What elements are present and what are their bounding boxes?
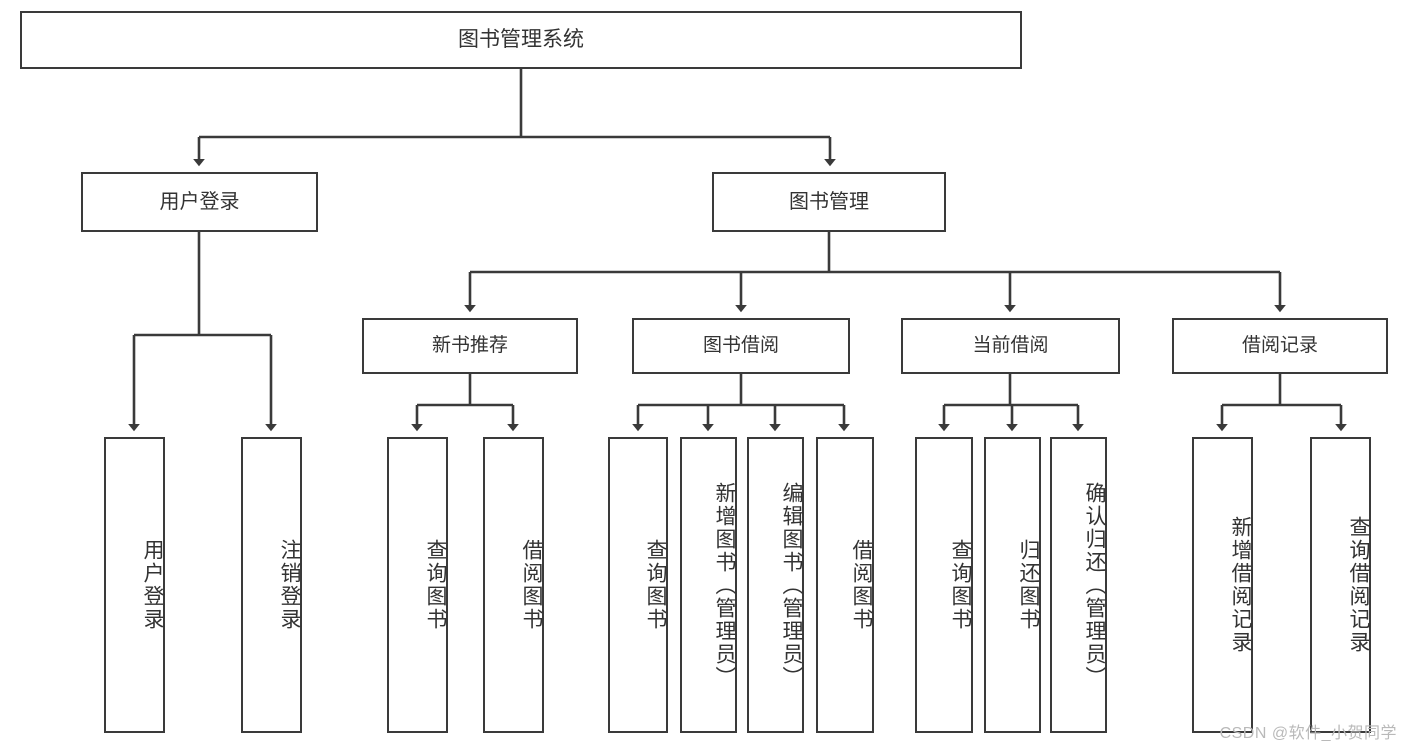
node-book-borrow[interactable]: 图书借阅 bbox=[632, 318, 850, 374]
node-label: 归还图书 bbox=[1017, 539, 1040, 631]
node-label: 新增图书（管理员） bbox=[713, 481, 736, 689]
node-label: 借阅图书 bbox=[850, 539, 873, 631]
node-label: 借阅图书 bbox=[520, 539, 543, 631]
node-label: 图书管理系统 bbox=[458, 27, 584, 51]
leaf-record-add-record[interactable]: 新增借阅记录 bbox=[1192, 437, 1253, 733]
node-label: 图书借阅 bbox=[702, 335, 779, 357]
node-label: 用户登录 bbox=[159, 190, 240, 213]
leaf-borrow-edit-book-admin[interactable]: 编辑图书（管理员） bbox=[747, 437, 804, 733]
node-label: 查询图书 bbox=[949, 539, 972, 631]
watermark: CSDN @软件_小贺同学 bbox=[1219, 725, 1397, 742]
node-label: 当前借阅 bbox=[972, 335, 1049, 357]
node-label: 借阅记录 bbox=[1241, 335, 1318, 357]
node-label: 新增借阅记录 bbox=[1229, 516, 1252, 654]
node-new-book-recommend[interactable]: 新书推荐 bbox=[362, 318, 578, 374]
node-label: 新书推荐 bbox=[431, 335, 508, 357]
leaf-user-login-logout[interactable]: 注销登录 bbox=[241, 437, 302, 733]
node-root-system[interactable]: 图书管理系统 bbox=[20, 11, 1022, 69]
node-label: 查询借阅记录 bbox=[1347, 516, 1370, 654]
leaf-current-return-book[interactable]: 归还图书 bbox=[984, 437, 1041, 733]
node-label: 查询图书 bbox=[424, 539, 447, 631]
node-book-management[interactable]: 图书管理 bbox=[712, 172, 946, 232]
leaf-borrow-borrow-book[interactable]: 借阅图书 bbox=[816, 437, 874, 733]
node-label: 编辑图书（管理员） bbox=[780, 481, 803, 689]
node-label: 用户登录 bbox=[141, 539, 164, 631]
leaf-borrow-query-book[interactable]: 查询图书 bbox=[608, 437, 668, 733]
leaf-new-book-borrow[interactable]: 借阅图书 bbox=[483, 437, 544, 733]
node-current-borrow[interactable]: 当前借阅 bbox=[901, 318, 1120, 374]
leaf-borrow-add-book-admin[interactable]: 新增图书（管理员） bbox=[680, 437, 737, 733]
node-label: 查询图书 bbox=[644, 539, 667, 631]
node-label: 注销登录 bbox=[278, 539, 301, 631]
node-user-login[interactable]: 用户登录 bbox=[81, 172, 318, 232]
leaf-record-query-record[interactable]: 查询借阅记录 bbox=[1310, 437, 1371, 733]
leaf-new-book-query[interactable]: 查询图书 bbox=[387, 437, 448, 733]
node-label: 图书管理 bbox=[789, 190, 869, 213]
node-label: 确认归还（管理员） bbox=[1083, 481, 1106, 689]
leaf-user-login-login[interactable]: 用户登录 bbox=[104, 437, 165, 733]
leaf-current-confirm-return-admin[interactable]: 确认归还（管理员） bbox=[1050, 437, 1107, 733]
leaf-current-query-book[interactable]: 查询图书 bbox=[915, 437, 973, 733]
node-borrow-record[interactable]: 借阅记录 bbox=[1172, 318, 1388, 374]
